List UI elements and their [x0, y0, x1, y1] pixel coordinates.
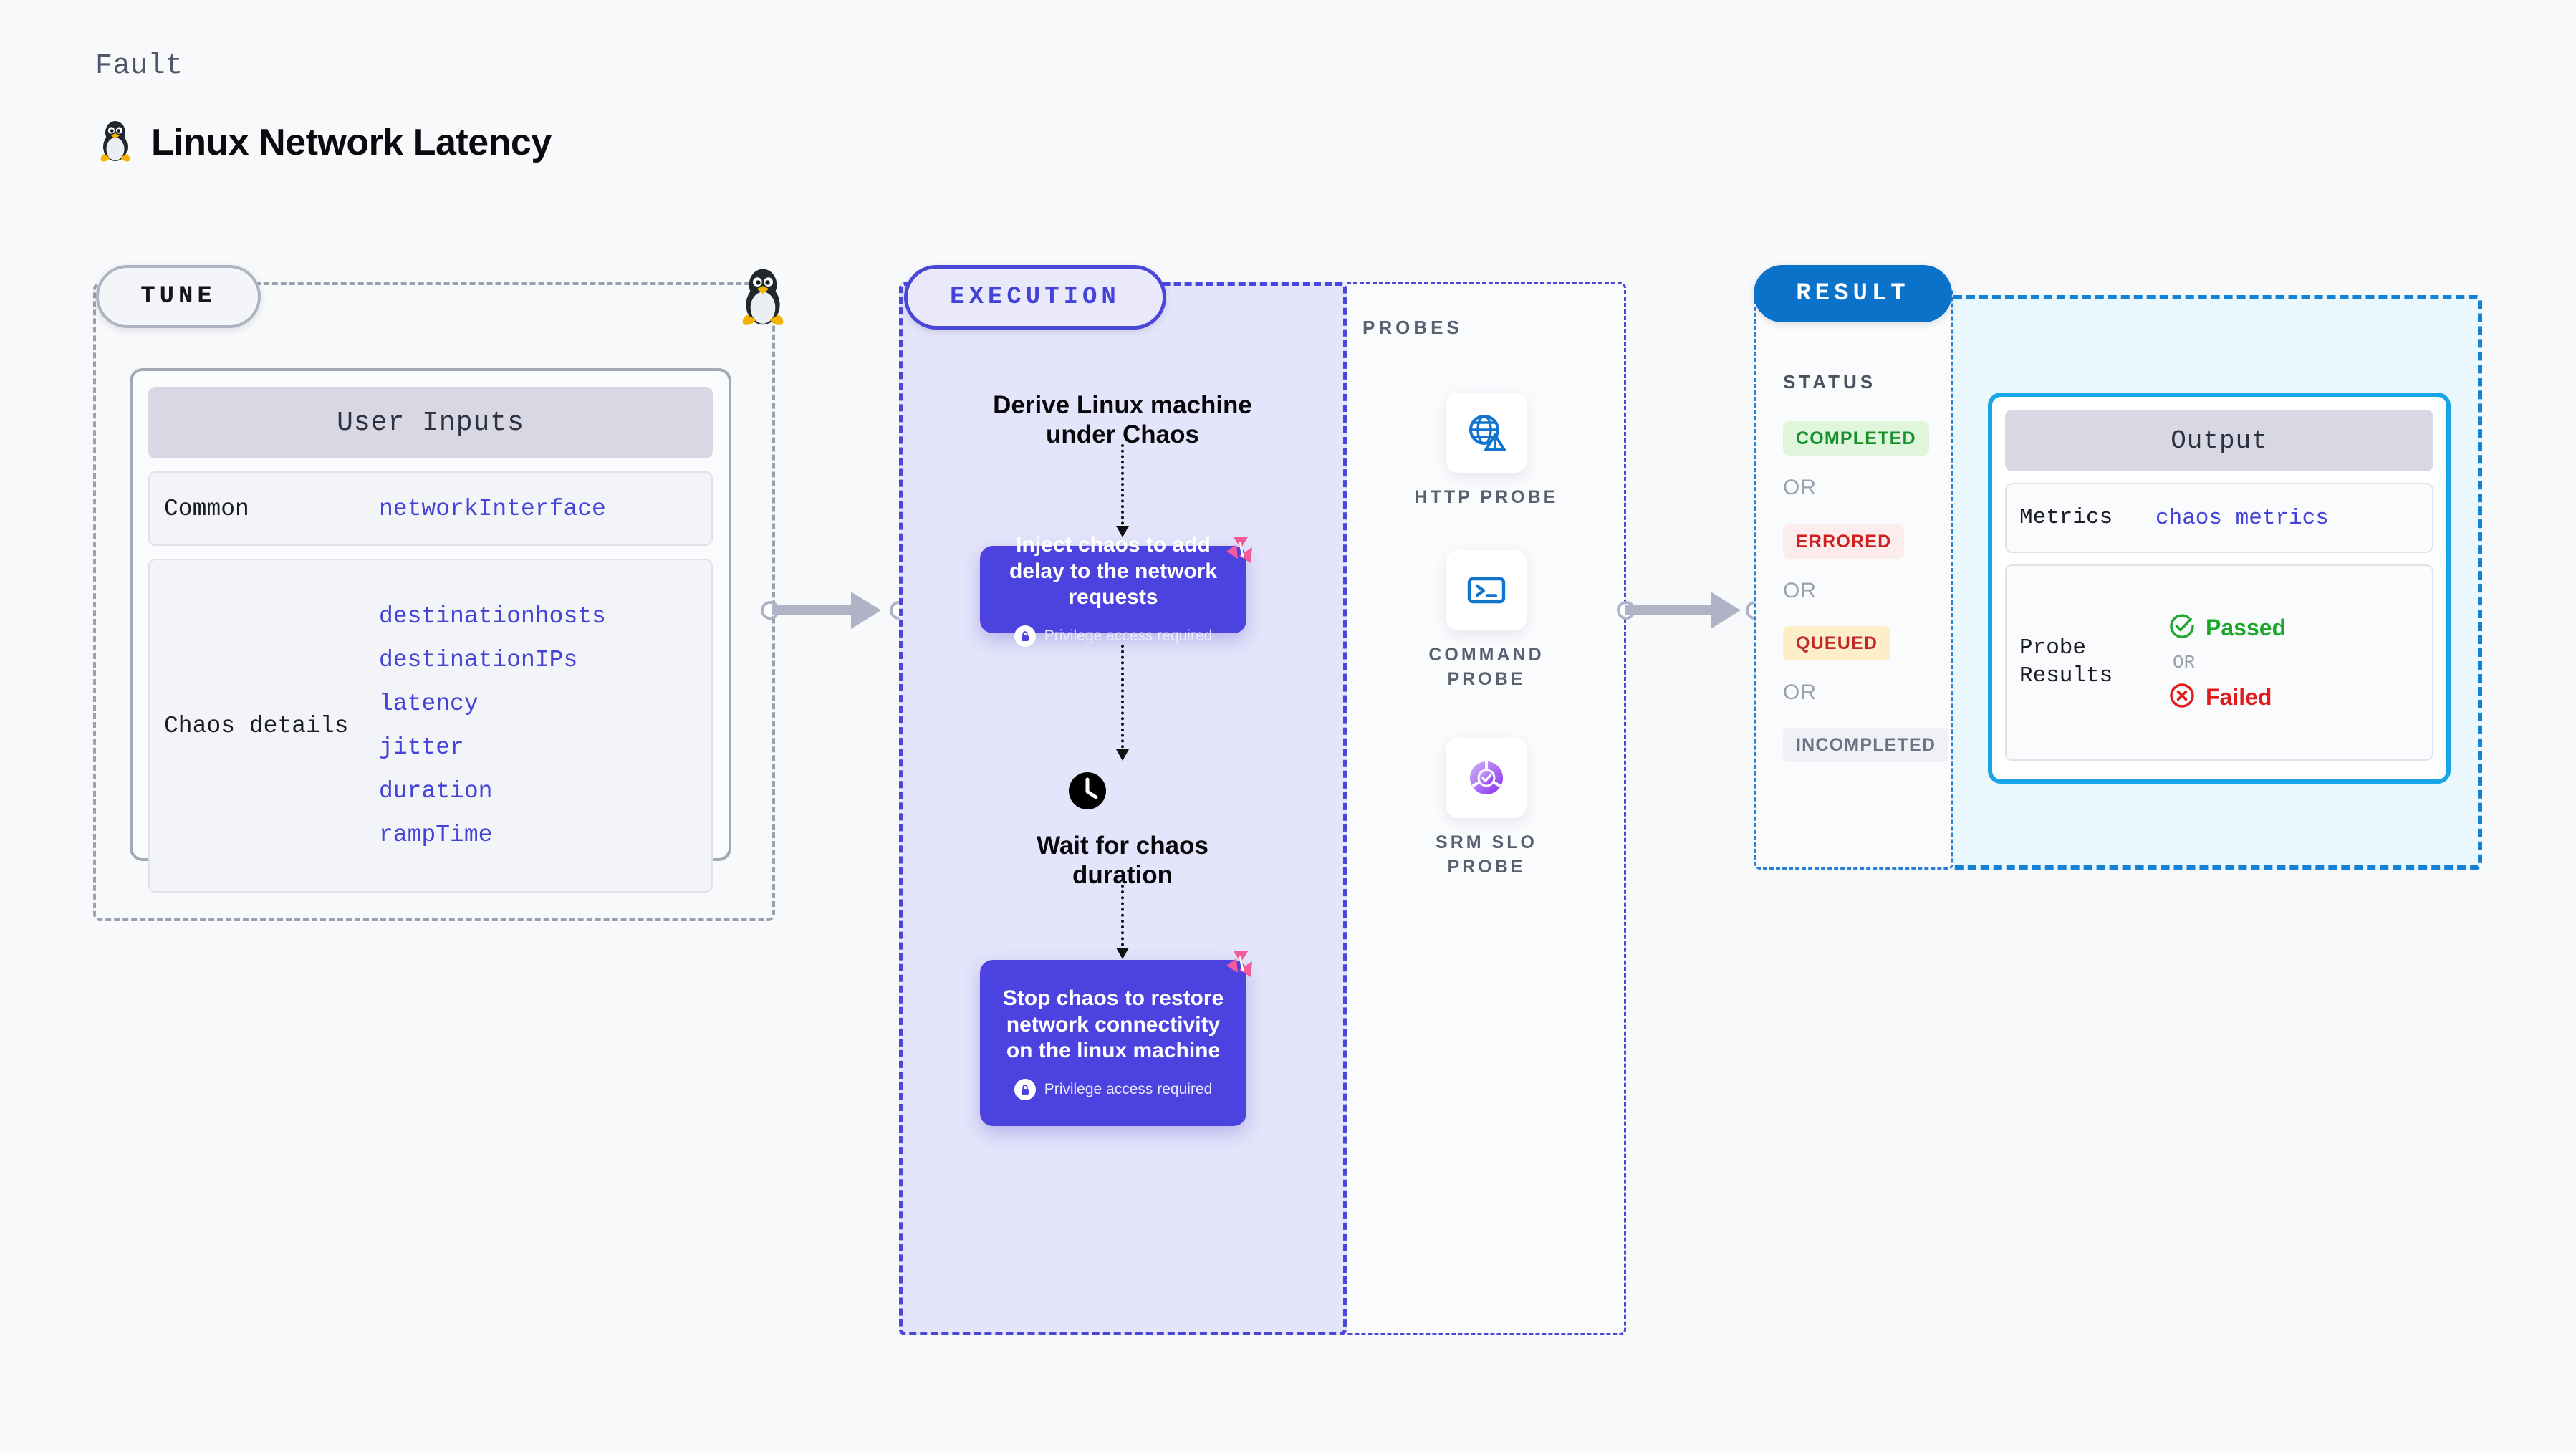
status-or-label: OR: [1783, 579, 1817, 602]
input-group-chaos-details: Chaos details destinationhosts destinati…: [148, 559, 713, 893]
metrics-value[interactable]: chaos metrics: [2156, 505, 2329, 531]
probe-result-list: Passed OR Failed: [2156, 612, 2286, 713]
clock-icon: [1067, 770, 1108, 812]
input-value[interactable]: networkInterface: [379, 495, 606, 522]
probe-result-passed: Passed: [2168, 612, 2286, 643]
page-title: Linux Network Latency: [151, 121, 552, 163]
input-group-label: Common: [164, 495, 249, 522]
status-badge-errored: ERRORED: [1783, 524, 1905, 559]
connector-arrowhead: [1711, 592, 1741, 629]
page-kicker: Fault: [95, 50, 183, 82]
input-value[interactable]: duration: [379, 778, 493, 804]
probe-result-or-label: OR: [2173, 652, 2196, 673]
litmus-logo-icon: [1219, 944, 1261, 986]
privilege-note-row: Privilege access required: [1014, 1078, 1213, 1100]
probe-item-srm-slo[interactable]: SRM SLO PROBE: [1404, 738, 1569, 880]
step-label: Stop chaos to restore network connectivi…: [1002, 986, 1224, 1063]
user-inputs-header: User Inputs: [148, 387, 713, 458]
probe-result-failed: Failed: [2168, 682, 2286, 713]
tune-stage-pill[interactable]: TUNE: [96, 265, 261, 328]
input-value[interactable]: jitter: [379, 734, 464, 761]
probes-section-label: PROBES: [1363, 317, 1463, 338]
step-inject-chaos[interactable]: Inject chaos to add delay to the network…: [980, 533, 1252, 647]
privilege-note: Privilege access required: [1044, 1080, 1213, 1097]
output-card: Output Metrics chaos metrics Probe Resul…: [1988, 393, 2451, 784]
input-group-common: Common networkInterface: [148, 471, 713, 546]
step-stop-chaos[interactable]: Stop chaos to restore network connectivi…: [980, 951, 1252, 1126]
status-section-label: STATUS: [1783, 371, 1877, 393]
execution-stage-pill[interactable]: EXECUTION: [904, 265, 1166, 330]
x-circle-icon: [2168, 682, 2196, 713]
flow-arrow-wait-to-stop: [1116, 885, 1129, 959]
srm-slo-check-icon: [1446, 738, 1527, 818]
connector-arrowhead: [851, 592, 881, 629]
status-badge-completed: COMPLETED: [1783, 421, 1929, 456]
input-value[interactable]: destinationIPs: [379, 647, 578, 673]
input-value[interactable]: destinationhosts: [379, 603, 606, 630]
input-value[interactable]: latency: [379, 691, 479, 717]
status-badge-incompleted: INCOMPLETED: [1783, 728, 1949, 762]
connector-tune-to-execution: [772, 592, 881, 629]
output-card-header: Output: [2005, 410, 2433, 471]
linux-penguin-icon: [95, 118, 135, 166]
lock-icon: [1014, 1078, 1036, 1100]
flow-arrow-inject-to-wait: [1116, 645, 1129, 761]
connector-execution-to-result: [1625, 592, 1741, 629]
globe-warning-icon: [1446, 393, 1527, 473]
output-group-metrics: Metrics chaos metrics: [2005, 483, 2433, 553]
status-or-label: OR: [1783, 476, 1817, 499]
probe-result-label: Failed: [2206, 684, 2272, 710]
status-or-label: OR: [1783, 681, 1817, 704]
input-value[interactable]: rampTime: [379, 822, 493, 848]
lock-icon: [1014, 625, 1036, 647]
flow-arrow-derive-to-inject: [1116, 444, 1129, 537]
user-inputs-card: User Inputs Common networkInterface Chao…: [130, 368, 731, 893]
litmus-logo-icon: [1219, 530, 1261, 572]
derive-step-title: Derive Linux machine under Chaos: [993, 391, 1252, 449]
probe-label: SRM SLO PROBE: [1436, 832, 1537, 877]
status-badge-queued: QUEUED: [1783, 626, 1891, 660]
input-group-values: networkInterface: [379, 496, 606, 522]
connector-stem: [772, 605, 851, 615]
input-group-values: destinationhosts destinationIPs latency …: [379, 603, 606, 848]
linux-penguin-icon: [735, 265, 791, 327]
execution-region: [899, 282, 1347, 1335]
wait-step-title: Wait for chaos duration: [1037, 832, 1208, 890]
output-group-label: Metrics: [2019, 504, 2113, 530]
check-circle-icon: [2168, 612, 2196, 643]
probe-item-command[interactable]: COMMAND PROBE: [1404, 550, 1569, 692]
privilege-note-row: Privilege access required: [1014, 625, 1213, 647]
output-group-label: Probe Results: [2019, 635, 2113, 688]
step-label: Inject chaos to add delay to the network…: [1009, 533, 1218, 610]
output-group-probe-results: Probe Results Passed OR: [2005, 564, 2433, 761]
probe-label: HTTP PROBE: [1414, 487, 1559, 507]
probe-label: COMMAND PROBE: [1428, 645, 1544, 689]
terminal-icon: [1446, 550, 1527, 630]
page-title-row: Linux Network Latency: [95, 118, 552, 166]
privilege-note: Privilege access required: [1044, 627, 1213, 644]
result-stage-pill[interactable]: RESULT: [1754, 265, 1952, 322]
input-group-label: Chaos details: [164, 712, 349, 739]
probe-item-http[interactable]: HTTP PROBE: [1404, 393, 1569, 510]
connector-stem: [1625, 605, 1711, 615]
probe-result-label: Passed: [2206, 615, 2287, 640]
